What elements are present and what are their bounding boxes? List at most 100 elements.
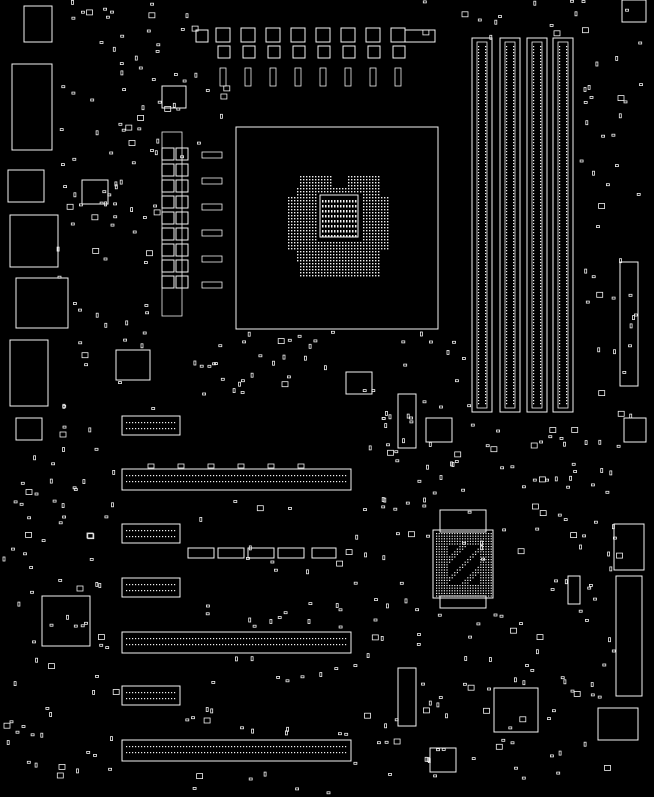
right-edge-connectors bbox=[613, 0, 647, 697]
pcie-pin bbox=[126, 428, 128, 430]
pcie-pin bbox=[324, 475, 326, 477]
dimm-pin bbox=[485, 259, 487, 261]
dimm-pin bbox=[566, 322, 568, 324]
pcie-pin bbox=[345, 475, 347, 477]
dimm-pin bbox=[506, 157, 508, 159]
chipset-ball bbox=[456, 553, 458, 555]
dimm-pin bbox=[478, 79, 480, 81]
socket-pad bbox=[363, 263, 365, 265]
pcie-pin bbox=[138, 746, 140, 748]
dimm-pin bbox=[540, 388, 542, 390]
dimm-pin bbox=[559, 145, 561, 147]
socket-pad bbox=[300, 227, 302, 229]
chipset-ball bbox=[488, 548, 490, 550]
small-ic bbox=[128, 140, 136, 146]
pcie-pin bbox=[249, 638, 251, 640]
socket-pad bbox=[306, 194, 308, 196]
socket-pad bbox=[321, 254, 323, 256]
socket-pad bbox=[331, 225, 333, 228]
pcie-pin bbox=[294, 644, 296, 646]
dimm-pin bbox=[478, 211, 480, 213]
chipset-ball bbox=[469, 574, 471, 576]
dimm-pin bbox=[478, 247, 480, 249]
pcie-pin bbox=[138, 422, 140, 424]
socket-pad bbox=[331, 230, 333, 233]
chipset-ball bbox=[482, 579, 484, 581]
socket-pad bbox=[294, 206, 296, 208]
dimm-pin bbox=[540, 313, 542, 315]
smd-capacitor bbox=[563, 441, 566, 447]
pcie-pin bbox=[216, 746, 218, 748]
pcie-pin bbox=[162, 584, 164, 586]
socket-pad bbox=[300, 239, 302, 241]
chipset-ball bbox=[438, 559, 440, 561]
dimm-pin bbox=[478, 307, 480, 309]
socket-pad bbox=[343, 220, 345, 223]
chipset-ball bbox=[446, 585, 448, 587]
chipset-ball bbox=[446, 572, 448, 574]
chipset-ball bbox=[456, 585, 458, 587]
smd-resistor bbox=[591, 483, 595, 487]
dimm-pin bbox=[478, 310, 480, 312]
smd-capacitor bbox=[82, 479, 86, 485]
small-ic bbox=[336, 560, 344, 567]
socket-pad bbox=[381, 245, 383, 247]
smd-resistor bbox=[605, 490, 610, 494]
dimm-pin bbox=[540, 220, 542, 222]
pcie-pin bbox=[318, 746, 320, 748]
dimm-pin bbox=[506, 250, 508, 252]
socket-pad bbox=[339, 269, 341, 271]
pcie-pin bbox=[324, 644, 326, 646]
dimm-pin bbox=[566, 373, 568, 375]
dimm-pin bbox=[540, 109, 542, 111]
smd-resistor bbox=[581, 0, 586, 4]
socket-pad bbox=[315, 266, 317, 268]
sata-connector bbox=[277, 547, 305, 559]
dimm-pin bbox=[513, 328, 515, 330]
dimm-pin bbox=[566, 157, 568, 159]
socket-pad bbox=[324, 251, 326, 253]
socket-pad bbox=[366, 179, 368, 181]
dimm-pin bbox=[485, 343, 487, 345]
dimm-pin bbox=[506, 394, 508, 396]
socket-pad bbox=[384, 227, 386, 229]
socket-pad bbox=[303, 248, 305, 250]
dimm-pin bbox=[533, 364, 535, 366]
dimm-pin bbox=[559, 283, 561, 285]
socket-pad bbox=[343, 205, 345, 208]
dimm-pin bbox=[566, 88, 568, 90]
dimm-pin bbox=[533, 256, 535, 258]
smd-capacitor bbox=[383, 497, 387, 503]
dimm-pin bbox=[513, 88, 515, 90]
smd-resistor bbox=[501, 738, 506, 742]
dimm-pin bbox=[485, 373, 487, 375]
pcie-pin bbox=[201, 644, 203, 646]
pcie-pin bbox=[174, 746, 176, 748]
pcie-pin bbox=[195, 746, 197, 748]
smd-resistor bbox=[240, 391, 245, 394]
pcie-pin bbox=[210, 752, 212, 754]
smd-resistor bbox=[384, 740, 389, 744]
socket-pad bbox=[297, 251, 299, 253]
dimm-pin bbox=[478, 49, 480, 51]
pcie-pin bbox=[342, 481, 344, 483]
smd-resistor bbox=[593, 597, 597, 601]
socket-pad bbox=[333, 188, 335, 190]
pcie-pin bbox=[231, 638, 233, 640]
dimm-pin bbox=[533, 181, 535, 183]
vrm-choke bbox=[392, 45, 406, 59]
dimm-pin bbox=[506, 349, 508, 351]
smd-resistor bbox=[639, 83, 643, 86]
socket-pad bbox=[330, 182, 332, 184]
smd-capacitor bbox=[612, 524, 615, 530]
dimm-pin bbox=[533, 142, 535, 144]
small-ic bbox=[277, 338, 285, 345]
socket-pad bbox=[372, 254, 374, 256]
dimm-pin bbox=[540, 115, 542, 117]
dimm-pin bbox=[506, 361, 508, 363]
socket-pad bbox=[315, 182, 317, 184]
vrm-choke bbox=[317, 45, 331, 59]
slot-tab bbox=[297, 463, 305, 469]
chipset-ball bbox=[451, 538, 453, 540]
pcie-pin bbox=[276, 481, 278, 483]
